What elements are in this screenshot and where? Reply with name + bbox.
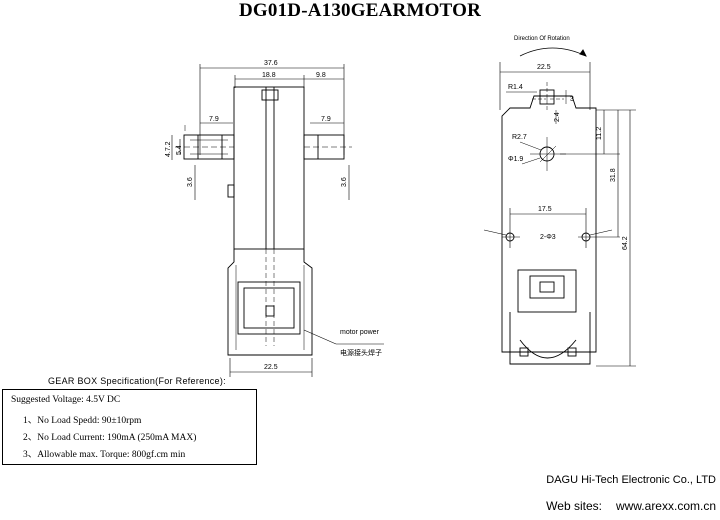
dim-318: 31.8 (610, 168, 617, 182)
diagram-title: DG01D-A130GEARMOTOR (238, 0, 481, 21)
dim-24: 2.4 (554, 112, 561, 122)
dim-112: 11.2 (596, 127, 603, 140)
spec-heading: GEAR BOX Specification(For Reference): (48, 376, 226, 386)
front-dim-width: 22.5 (537, 64, 551, 71)
dim-overall-width: 37.6 (264, 60, 278, 67)
dim-2phi3: 2-Φ3 (540, 234, 556, 241)
motor-power-chinese: 电源接头焊子 (340, 348, 382, 357)
dim-body-width: 18.8 (262, 72, 276, 79)
motor-power-label: motor power (340, 329, 380, 336)
spec-item-1: 1、No Load Spedd: 90±10rpm (23, 416, 142, 426)
dim-bottom-width: 22.5 (264, 364, 278, 371)
dim-right-3-6: 3.6 (341, 177, 348, 187)
dim-phi19: Φ1.9 (508, 156, 523, 163)
direction-label: Direction Of Rotation (514, 36, 570, 42)
spec-item-2: 2、No Load Current: 190mA (250mA MAX) (23, 433, 197, 443)
spec-voltage: Suggested Voltage: 4.5V DC (11, 395, 121, 405)
dim-642: 64.2 (622, 236, 629, 250)
spec-item-3: 3、Allowable max. Torque: 800gf.cm min (23, 450, 186, 460)
front-view-outline (483, 47, 636, 367)
side-view-outline (171, 64, 384, 377)
dim-r27: R2.7 (512, 134, 527, 141)
web-url[interactable]: www.arexx.com.cn (615, 499, 716, 513)
web-label: Web sites: (546, 499, 602, 513)
company-name: DAGU Hi-Tech Electronic Co., LTD (546, 474, 716, 486)
dim-shaft-left: 7.9 (209, 116, 219, 123)
dim-shaft-height-inner: 5.4 (176, 145, 183, 155)
dim-175: 17.5 (538, 206, 552, 213)
spec-box: Suggested Voltage: 4.5V DC 1、No Load Spe… (2, 389, 257, 465)
dim-r14: R1.4 (508, 84, 523, 91)
dim-right-offset: 9.8 (316, 72, 326, 79)
dim-left-3-6: 3.6 (187, 177, 194, 187)
dim-shaft-height-outer: 4.7.2 (165, 141, 172, 157)
website: Web sites: www.arexx.com.cn (546, 499, 716, 513)
dim-3: 3 (570, 96, 574, 103)
dim-shaft-right: 7.9 (321, 116, 331, 123)
